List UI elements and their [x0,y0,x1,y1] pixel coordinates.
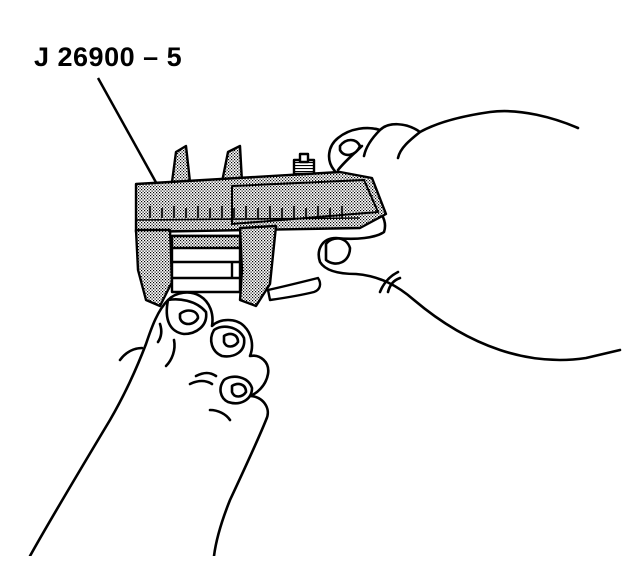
tool-number-label: J 26900 – 5 [34,42,183,72]
upper-sliding-jaw [220,144,244,184]
vernier-caliper [134,144,388,308]
measured-part [170,234,242,294]
leader-line [96,77,160,187]
vernier-slide [231,179,379,225]
lower-fixed-jaw [134,228,174,308]
depth-rod [266,276,322,302]
lower-sliding-jaw [238,224,278,308]
right-hand [317,109,622,362]
thumb-wheel [292,152,316,176]
main-scale-graduations [135,206,361,221]
upper-fixed-jaw [170,144,192,184]
left-hand [28,291,270,558]
